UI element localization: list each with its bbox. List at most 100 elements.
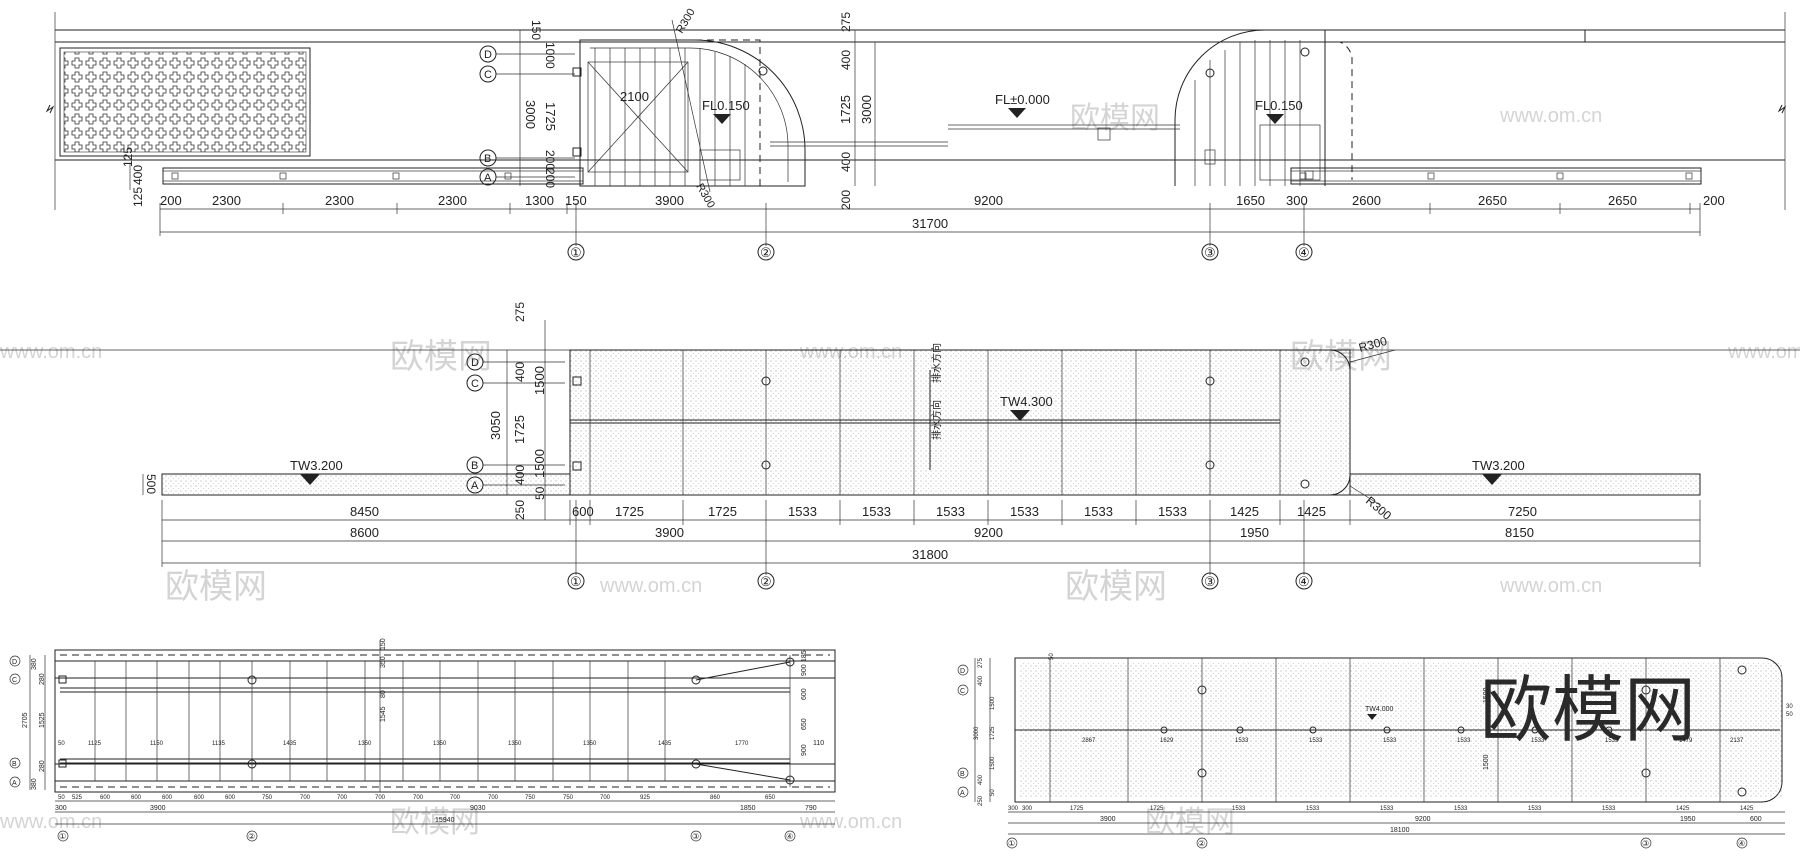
dimension-label: 150	[529, 20, 543, 40]
dimension-label: 1533	[1380, 806, 1394, 812]
radius-label: R300	[674, 7, 698, 36]
dimension-label: 50	[1786, 712, 1793, 718]
dimension-label: 15940	[435, 817, 455, 824]
dimension-label: 50	[58, 741, 65, 747]
dimension-label: 125	[121, 147, 135, 167]
dimension-label: 1350	[508, 741, 522, 747]
dimension-label: 400	[978, 675, 984, 686]
dimension-label: 350	[380, 656, 387, 668]
dimension-label: B	[471, 460, 478, 472]
dimension-label: 1500	[532, 366, 547, 395]
dimension-label: 3050	[488, 411, 503, 440]
dimension-label: 1350	[358, 741, 372, 747]
dimension-label: 3000	[859, 95, 874, 124]
level-label-right: TW3.200	[1472, 458, 1525, 473]
dimension-label: 2300	[438, 193, 467, 208]
plan3-right-dims: 185 900 600 650 110 900	[801, 650, 824, 756]
dimension-label: B	[484, 153, 491, 165]
dimension-label: A	[960, 790, 965, 797]
dimension-label: 1850	[740, 805, 756, 812]
dimension-label: 1425	[1676, 806, 1690, 812]
dimension-label: 185	[801, 650, 808, 662]
dimension-label: 1425	[1297, 504, 1326, 519]
dimension-label: 1725	[990, 726, 996, 740]
dimension-label: 1533	[1383, 738, 1397, 744]
dimension-label: 2705	[22, 712, 29, 728]
dimension-label: 900	[801, 664, 808, 676]
dimension-label: 650	[765, 795, 776, 801]
dimension-label: 925	[640, 795, 651, 801]
dimension-label: 300	[1286, 193, 1308, 208]
dimension-label: 3900	[655, 525, 684, 540]
dimension-label: ②	[248, 832, 255, 841]
dimension-label: ①	[59, 832, 66, 841]
watermark-site: www.om.cn	[0, 341, 102, 363]
dimension-label: 1950	[1680, 816, 1696, 823]
dimension-label: 275	[513, 302, 527, 322]
dimension-label: B	[12, 761, 17, 768]
watermark-brand: 欧模网	[1065, 568, 1167, 606]
dimension-label: 3900	[150, 805, 166, 812]
dimension-label: 1479	[1679, 738, 1693, 744]
dimension-label: 200	[543, 150, 557, 170]
dimension-label: 50	[533, 486, 547, 500]
dimension-label: 1533	[1531, 738, 1545, 744]
watermark-site: www.om.cn	[0, 811, 102, 833]
level-marker-icon	[1266, 114, 1284, 124]
dimension-label: 750	[262, 795, 273, 801]
dimension-label: ①	[570, 245, 582, 260]
dimension-label: 1950	[1240, 525, 1269, 540]
dimension-label: A	[471, 480, 479, 492]
dimension-label: 2300	[212, 193, 241, 208]
dimension-label: 750	[525, 795, 536, 801]
level-label: TW4.000	[1365, 706, 1394, 713]
dimension-label: 1125	[88, 741, 102, 747]
dimension-label: 1135	[212, 741, 226, 747]
dimension-label: 1725	[543, 102, 558, 131]
dimension-label: 600	[225, 795, 236, 801]
dimension-label: 1533	[1457, 738, 1471, 744]
dimension-label: 150	[380, 638, 387, 650]
dimension-label: C	[960, 688, 965, 695]
dimension-label: A	[12, 780, 17, 787]
dimension-label: 8450	[350, 504, 379, 519]
dimension-label: ③	[1204, 574, 1216, 589]
dimension-label: 700	[300, 795, 311, 801]
dimension-label: 1725	[1150, 806, 1164, 812]
dimension-label: 3900	[655, 193, 684, 208]
dimension-label: 1500	[990, 756, 996, 770]
watermark-site: www.om.cn	[1727, 341, 1800, 363]
plan-2-roof-plan: 排水方向 排水方向 TW4.300 TW3.200 TW3.200 R300 R…	[0, 302, 1800, 590]
dimension-label: 1533	[1158, 504, 1187, 519]
axis-bubbles-plan2: ① ② ③ ④	[567, 572, 1313, 590]
dimension-label: ③	[1642, 839, 1649, 848]
watermark-brand: 欧模网	[1070, 102, 1160, 135]
dimension-label: 700	[450, 795, 461, 801]
stair-hatch-right	[1194, 40, 1301, 186]
dimension-label: ①	[570, 574, 582, 589]
dimension-label: ③	[1204, 245, 1216, 260]
plan-3-structure-plan: D C B A 380 280 2705 1525 280 380 1545 8…	[9, 638, 836, 842]
dimension-label: 1725	[838, 95, 853, 124]
dimension-label: 1500	[990, 696, 996, 710]
dimension-label: 750	[563, 795, 574, 801]
dimension-label: 1150	[150, 741, 164, 747]
dimension-label: 600	[131, 795, 142, 801]
dimension-label: 600	[572, 504, 594, 519]
dimension-label: C	[12, 677, 17, 684]
dimension-label: 2137	[1730, 738, 1744, 744]
drain-direction-note: 排水方向	[930, 400, 943, 440]
dimension-label: 860	[710, 795, 721, 801]
dimension-label: 525	[72, 795, 83, 801]
dimension-label: 50	[1049, 653, 1055, 660]
watermark-brand: 欧模网	[1145, 806, 1235, 839]
dimension-label: 1533	[1084, 504, 1113, 519]
plan4-bottom-row: 300 300 1725 1725 1533 1533 1533 1533 15…	[1008, 806, 1754, 812]
dimension-label: 275	[839, 12, 853, 32]
plan3-bottom-row: 50 525 600 600 600 600 600 750 700 700 7…	[58, 795, 776, 801]
dimension-label: ④	[1298, 574, 1310, 589]
level-marker-icon	[1367, 714, 1377, 720]
dimension-label: 650	[801, 718, 808, 730]
level-label-left: FL0.150	[702, 98, 750, 113]
